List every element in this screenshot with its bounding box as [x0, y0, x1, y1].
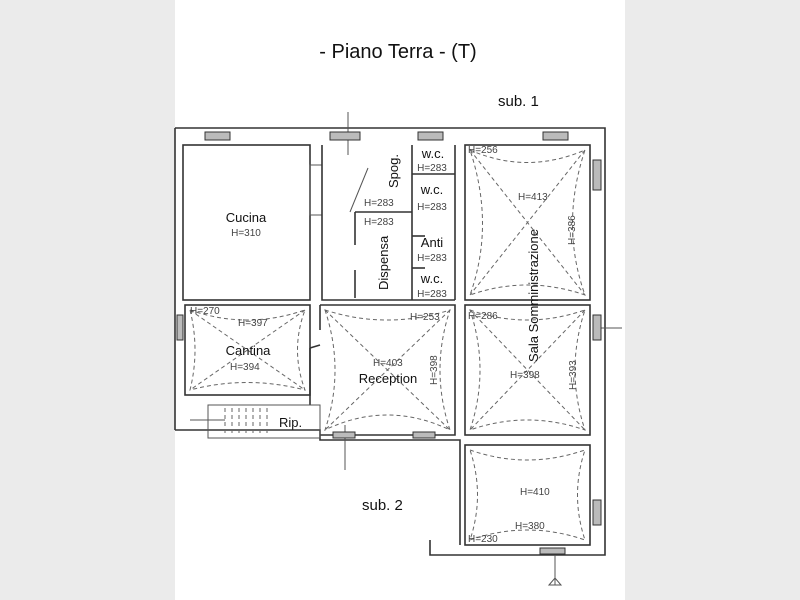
height-lower-3: H=230 [468, 534, 498, 545]
height-sala-4: H=398 [510, 370, 540, 381]
height-sala-6: H=286 [468, 311, 498, 322]
room-wc1: w.c. [421, 146, 444, 161]
room-spog: Spog. [386, 154, 401, 188]
height-reception-3: H=253 [410, 312, 440, 323]
height-reception-1: H=403 [373, 358, 403, 369]
height-sala-5: H=393 [568, 360, 579, 390]
height-anti: H=283 [417, 253, 447, 264]
room-cantina: Cantina [226, 343, 272, 358]
room-sala: Sala Somministrazione [526, 229, 541, 362]
sub2-label: sub. 2 [362, 497, 403, 514]
height-cantina-3: H=394 [230, 362, 260, 373]
height-sala-1: H=413 [518, 192, 548, 203]
room-anti: Anti [421, 235, 444, 250]
windows [176, 131, 602, 555]
room-reception: Reception [359, 371, 418, 386]
height-wc2: H=283 [417, 202, 447, 213]
height-reception-2: H=398 [429, 355, 440, 385]
room-dispensa: Dispensa [376, 235, 391, 290]
height-cucina: H=310 [231, 228, 261, 239]
height-wc1: H=283 [417, 163, 447, 174]
plan-title: - Piano Terra - (T) [319, 41, 476, 63]
height-lower-1: H=410 [520, 487, 550, 498]
walls [174, 112, 622, 586]
height-sala-3: H=256 [468, 145, 498, 156]
right-margin [625, 0, 800, 600]
room-cucina: Cucina [226, 210, 267, 225]
left-margin [0, 0, 175, 600]
room-rip: Rip. [279, 415, 302, 430]
height-cantina-2: H=397 [238, 318, 268, 329]
height-sala-2: H=386 [567, 215, 578, 245]
room-labels: Cucina H=310 Spog. H=283 w.c. H=283 w.c.… [190, 145, 579, 545]
height-wc3: H=283 [417, 289, 447, 300]
vault-lines [189, 149, 586, 541]
height-lower-2: H=380 [515, 521, 545, 532]
room-wc2: w.c. [420, 182, 443, 197]
height-cantina-1: H=270 [190, 306, 220, 317]
stairs [224, 408, 268, 436]
height-dispensa: H=283 [364, 217, 394, 228]
height-spog: H=283 [364, 198, 394, 209]
room-wc3: w.c. [420, 271, 443, 286]
sub1-label: sub. 1 [498, 93, 539, 110]
